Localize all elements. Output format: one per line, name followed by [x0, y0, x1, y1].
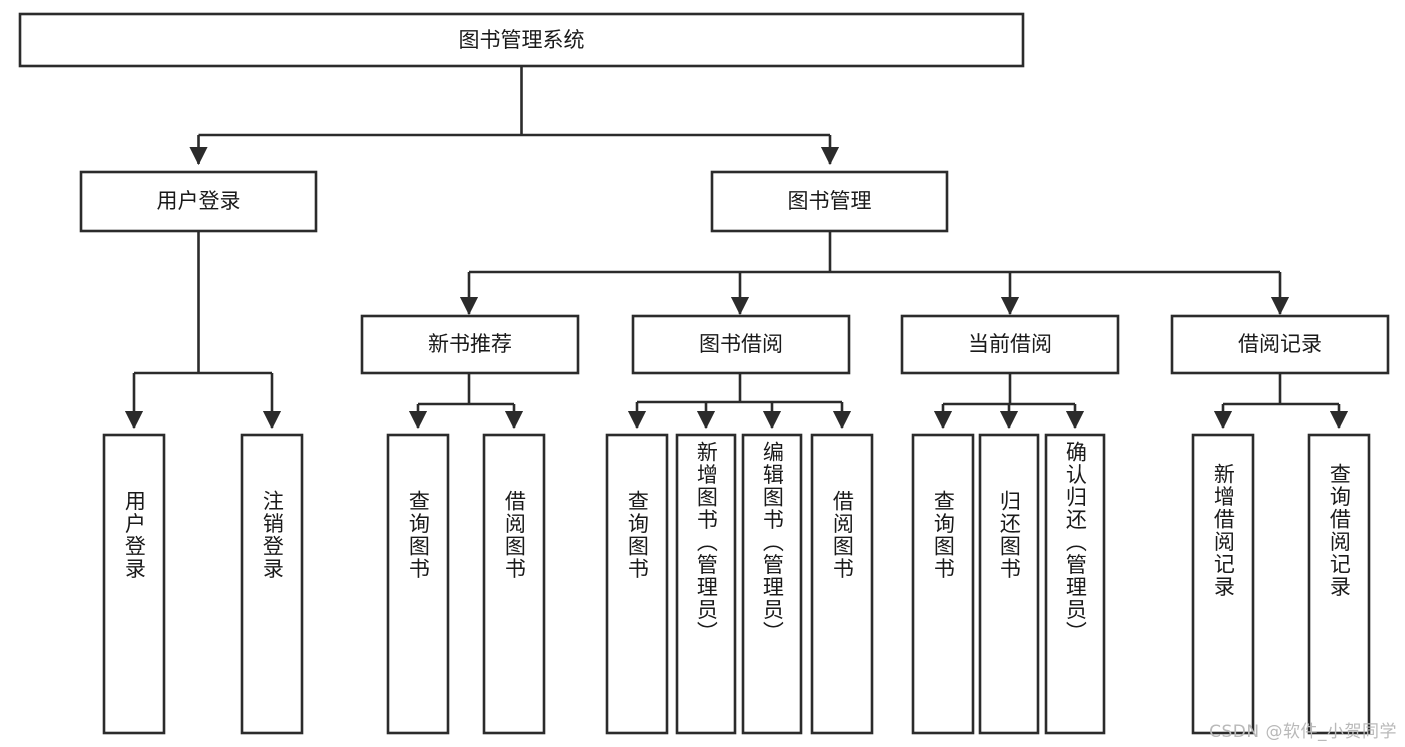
node-book-management-box[interactable]: [710, 170, 949, 233]
leaf-box-borrow-record-2[interactable]: [1307, 433, 1371, 735]
node-book-management-label: 图书管理: [788, 189, 872, 213]
node-root-box[interactable]: [18, 12, 1025, 68]
node-book-borrow-box[interactable]: [631, 314, 851, 375]
leaf-box-book-borrow-3[interactable]: [741, 433, 803, 735]
leaf-box-user-login-1[interactable]: [102, 433, 166, 735]
node-new-book-recommend-box[interactable]: [360, 314, 580, 375]
node-current-borrow-box[interactable]: [900, 314, 1120, 375]
node-new-book-recommend-label: 新书推荐: [428, 332, 512, 356]
csdn-watermark: CSDN @软件_小贺同学: [1209, 722, 1397, 742]
connector-group: [124, 66, 1349, 430]
leaf-box-book-borrow-4[interactable]: [810, 433, 874, 735]
node-root-label: 图书管理系统: [459, 28, 585, 52]
leaf-box-new-book-2[interactable]: [482, 433, 546, 735]
leaf-box-current-borrow-3[interactable]: [1044, 433, 1106, 735]
node-borrow-record-label: 借阅记录: [1238, 332, 1322, 356]
node-user-login-label: 用户登录: [157, 189, 241, 213]
leaf-box-book-borrow-1[interactable]: [605, 433, 669, 735]
leaf-box-user-login-2[interactable]: [240, 433, 304, 735]
node-current-borrow-label: 当前借阅: [968, 332, 1052, 356]
node-borrow-record-box[interactable]: [1170, 314, 1390, 375]
node-book-borrow[interactable]: 图书借阅: [631, 314, 851, 375]
node-borrow-record[interactable]: 借阅记录: [1170, 314, 1390, 375]
node-user-login[interactable]: 用户登录: [79, 170, 318, 233]
node-new-book-recommend[interactable]: 新书推荐: [360, 314, 580, 375]
leaf-box-new-book-1[interactable]: [386, 433, 450, 735]
node-book-management[interactable]: 图书管理: [710, 170, 949, 233]
node-user-login-box[interactable]: [79, 170, 318, 233]
node-root[interactable]: 图书管理系统: [18, 12, 1025, 68]
node-current-borrow[interactable]: 当前借阅: [900, 314, 1120, 375]
leaf-box-borrow-record-1[interactable]: [1191, 433, 1255, 735]
leaf-box-book-borrow-2[interactable]: [675, 433, 737, 735]
node-book-borrow-label: 图书借阅: [699, 332, 783, 356]
leaf-box-current-borrow-2[interactable]: [978, 433, 1040, 735]
leaf-box-current-borrow-1[interactable]: [911, 433, 975, 735]
